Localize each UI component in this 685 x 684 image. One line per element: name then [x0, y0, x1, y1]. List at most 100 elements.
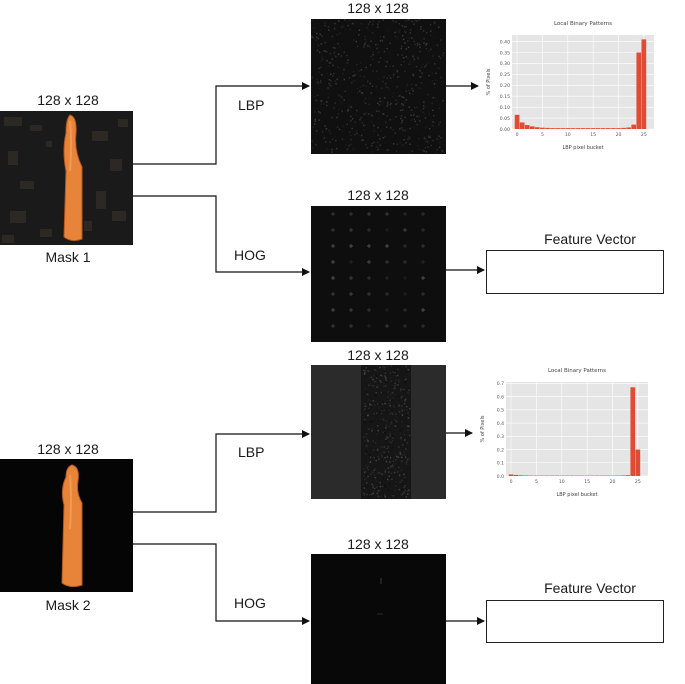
hist1-xtick-label: 25 [641, 132, 647, 138]
connector-mask1-lbp [133, 82, 310, 165]
hist1-ytick-label: 0.05 [500, 116, 510, 122]
hist1-bar [535, 127, 540, 129]
connector-mask2-lbp [133, 430, 310, 513]
hist2-bar [635, 449, 641, 476]
hist2-xlabel: LBP pixel bucket [556, 492, 597, 498]
hist1-ylabel: % of Pixels [486, 68, 492, 95]
hist1-ytick-label: 0.10 [500, 105, 510, 111]
row1-feature-vector-box [486, 250, 664, 294]
row1-feature-vector-title: Feature Vector [544, 231, 636, 247]
hist1-bar [514, 114, 520, 129]
mask1-picture [0, 111, 133, 245]
hist1-bar [565, 128, 571, 129]
mask2-image [0, 459, 133, 592]
hist2-ytick-label: 0.6 [497, 394, 504, 400]
hist1-bar [585, 128, 591, 129]
mask1-size-label: 128 x 128 [37, 92, 99, 108]
hist1-ytick-label: 0.40 [500, 39, 510, 45]
hist1-bar [570, 128, 576, 129]
hist1-ytick-label: 0.20 [500, 83, 510, 89]
hist1-plot-area [512, 35, 654, 129]
hog1-texture [331, 212, 425, 328]
row2-lbp-label: LBP [238, 444, 265, 460]
row1-hog-size-label: 128 x 128 [347, 187, 409, 203]
hist2-ytick-label: 0.3 [497, 434, 504, 440]
connector-mask1-hog [133, 195, 310, 276]
hist1-bar [606, 128, 611, 129]
hist2-bar [625, 475, 631, 476]
hist1-bar [524, 125, 530, 129]
row1-lbp-size-label: 128 x 128 [347, 0, 409, 16]
hist1-bar [560, 128, 566, 129]
hist1-bar [616, 128, 621, 129]
hist1-xtick-label: 5 [541, 132, 544, 138]
hist1-ytick-label: 0.35 [500, 50, 510, 56]
hist2-xtick-label: 20 [610, 479, 616, 485]
hist2-ytick-label: 0.1 [497, 461, 504, 467]
hist2-bar [518, 475, 524, 476]
lbp-histogram-1-svg: Local Binary Patterns0.000.050.100.150.2… [486, 21, 654, 151]
hist1-bar [540, 127, 545, 129]
mask2-size-label: 128 x 128 [37, 441, 99, 457]
hist1-bar [621, 127, 626, 129]
hist2-bar [630, 387, 636, 476]
hist1-bar [545, 127, 550, 129]
mask1-caption: Mask 1 [45, 249, 91, 265]
hist2-ytick-label: 0.7 [497, 381, 504, 387]
hist2-ytick-label: 0.0 [497, 474, 504, 480]
row1-hog-image [311, 206, 446, 342]
hist2-xtick-label: 0 [510, 479, 513, 485]
hist1-ytick-label: 0.15 [500, 94, 510, 100]
hist1-bar [636, 52, 642, 129]
lbp-histogram-2-svg: Local Binary Patterns0.00.10.20.30.40.50… [480, 368, 648, 498]
hist1-xtick-label: 15 [590, 132, 596, 138]
lbp2-texture [311, 365, 446, 499]
row2-lbp-image [311, 365, 446, 499]
hist2-xtick-label: 15 [584, 479, 590, 485]
hist1-xlabel: LBP pixel bucket [562, 145, 603, 151]
hist1-xtick-label: 20 [616, 132, 622, 138]
hist2-ytick-label: 0.2 [497, 447, 504, 453]
row2-feature-vector-box [486, 600, 664, 643]
hist2-title: Local Binary Patterns [548, 368, 606, 374]
mask2-picture [0, 459, 133, 592]
hist1-ytick-label: 0.25 [500, 72, 510, 78]
hist2-xtick-label: 10 [559, 479, 565, 485]
hist1-bar [611, 128, 616, 129]
row2-hog-size-label: 128 x 128 [347, 536, 409, 552]
row1-lbp-image [311, 19, 446, 154]
hist1-bar [529, 126, 535, 129]
hist1-bar [631, 124, 637, 129]
row2-lbp-size-label: 128 x 128 [347, 347, 409, 363]
hist1-bar [550, 128, 555, 129]
hist1-bar [590, 128, 596, 129]
hist2-ytick-label: 0.5 [497, 408, 504, 414]
row2-hog-label: HOG [234, 595, 266, 611]
hist1-bar [626, 127, 631, 129]
row2-hog-image [311, 554, 446, 684]
hist2-plot-area [506, 382, 648, 476]
mask2-caption: Mask 2 [45, 597, 91, 613]
hist1-bar [555, 128, 560, 129]
connector-mask2-hog [133, 543, 310, 625]
hist1-bar [595, 128, 601, 129]
hist1-bar [575, 128, 581, 129]
hist1-xtick-label: 10 [565, 132, 571, 138]
hist2-ylabel: % of Pixels [480, 415, 486, 442]
row1-hog-label: HOG [234, 247, 266, 263]
row1-lbp-label: LBP [238, 97, 265, 113]
hist1-bar [580, 128, 586, 129]
hist1-title: Local Binary Patterns [554, 21, 612, 27]
hist1-bar [600, 128, 606, 129]
hist1-bar [519, 122, 525, 129]
hist1-ytick-label: 0.30 [500, 61, 510, 67]
hist2-bar [508, 474, 514, 476]
hist1-xtick-label: 0 [516, 132, 519, 138]
hist2-bar [523, 475, 529, 476]
hist2-xtick-label: 25 [635, 479, 641, 485]
lbp1-texture [311, 19, 446, 154]
mask1-image [0, 111, 133, 245]
